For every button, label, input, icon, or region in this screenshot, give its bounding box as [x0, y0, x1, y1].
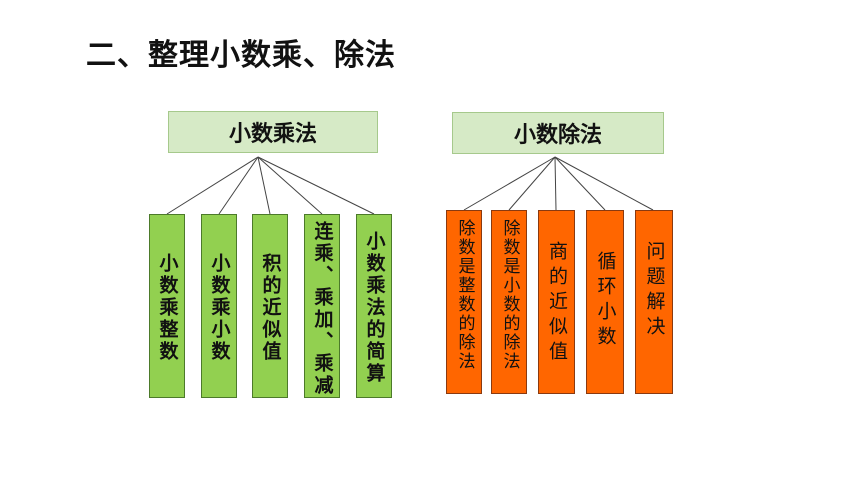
- leaf-label: 小数乘法的简算: [363, 231, 386, 385]
- leaf-multiply-decimal: 小数乘小数: [201, 214, 237, 398]
- leaf-multiply-integer: 小数乘整数: [149, 214, 185, 398]
- connector-line: [218, 156, 259, 215]
- leaf-label: 除数是整数的除法: [454, 219, 475, 371]
- leaf-label: 小数乘整数: [156, 253, 179, 363]
- leaf-quotient-approximation: 商的近似值: [538, 210, 575, 394]
- connector-line: [554, 156, 654, 211]
- root-label: 小数除法: [513, 123, 602, 148]
- root-label: 小数乘法: [228, 122, 317, 147]
- connector-line: [463, 156, 556, 211]
- decimal-division-node: 小数除法: [452, 112, 664, 154]
- connector-line: [166, 156, 259, 215]
- connector-line: [257, 156, 271, 215]
- connector-line: [508, 156, 556, 211]
- page-title: 二、整理小数乘、除法: [86, 38, 396, 73]
- leaf-problem-solving: 问题解决: [635, 210, 673, 394]
- decimal-multiplication-node: 小数乘法: [168, 111, 378, 153]
- leaf-repeating-decimal: 循环小数: [586, 210, 624, 394]
- leaf-label: 问题解决: [643, 241, 666, 341]
- leaf-mixed-operations: 连乘、乘加、乘减: [304, 214, 340, 398]
- leaf-multiply-shortcut: 小数乘法的简算: [356, 214, 392, 398]
- leaf-label: 积的近似值: [259, 253, 282, 363]
- leaf-label: 循环小数: [594, 251, 617, 351]
- connector-line: [257, 156, 375, 215]
- connector-line: [554, 156, 606, 211]
- leaf-label: 连乘、乘加、乘减: [311, 221, 334, 397]
- leaf-label: 除数是小数的除法: [499, 219, 520, 371]
- leaf-divide-by-integer: 除数是整数的除法: [446, 210, 482, 394]
- leaf-label: 小数乘小数: [208, 253, 231, 363]
- leaf-label: 商的近似值: [546, 241, 568, 366]
- connector-line: [257, 156, 323, 215]
- connector-line: [554, 156, 557, 211]
- leaf-divide-by-decimal: 除数是小数的除法: [491, 210, 527, 394]
- leaf-product-approximation: 积的近似值: [252, 214, 288, 398]
